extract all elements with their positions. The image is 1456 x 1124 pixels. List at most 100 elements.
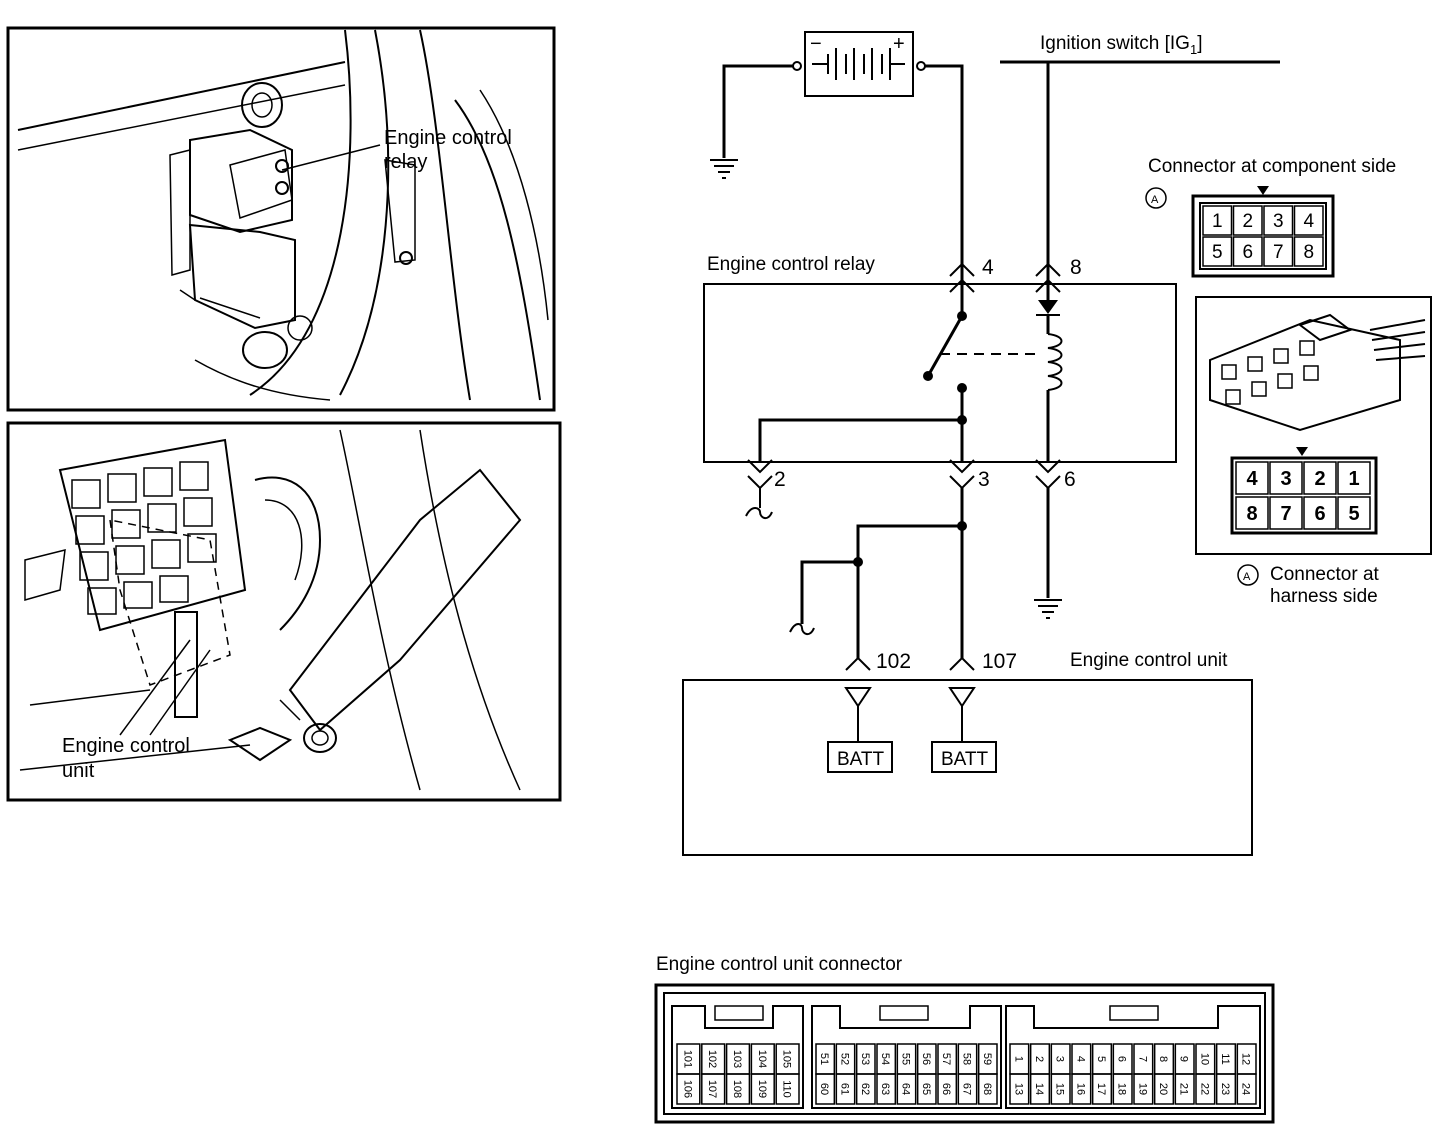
ecu-pin-107: 107	[982, 650, 1017, 673]
relay-pin-3: 3	[978, 468, 990, 491]
ecu-connector-pin	[1236, 1073, 1257, 1105]
ecu-connector-pin-label: 22	[1198, 1083, 1210, 1095]
ecu-connector-pin-label: 5	[1095, 1056, 1107, 1062]
harness-connector-cell-label: 7	[1280, 503, 1291, 525]
ecu-callout-line2: unit	[62, 760, 95, 782]
relay-pin-4: 4	[982, 256, 994, 279]
ecu-connector-pin	[835, 1073, 856, 1105]
engine-control-relay-box	[703, 283, 1177, 463]
battery-minus-label: −	[810, 33, 822, 55]
ecu-connector-pin-label: 1	[1012, 1056, 1024, 1062]
harness-connector-cell-label: 4	[1246, 468, 1258, 490]
ecu-connector-pin	[1133, 1073, 1154, 1105]
ecu-connector-pin-label: 18	[1116, 1083, 1128, 1095]
ecu-connector-pin-label: 53	[859, 1053, 871, 1065]
ecu-connector-pin-label: 6	[1116, 1056, 1128, 1062]
ecu-connector-pin-label: 19	[1136, 1083, 1148, 1095]
harness-connector-cell-label: 8	[1246, 503, 1257, 525]
ecu-connector-pin-label: 107	[706, 1080, 718, 1098]
ecu-connector-pin	[1009, 1073, 1030, 1105]
ecu-connector-pin-label: 24	[1240, 1083, 1252, 1095]
batt-label-107: BATT	[941, 749, 989, 770]
harness-connector-title-line2: harness side	[1270, 586, 1378, 607]
component-connector-cell	[1263, 236, 1294, 267]
ecu-connector-pin-label: 10	[1198, 1053, 1210, 1065]
ecu-connector-pin-label: 105	[781, 1050, 793, 1068]
ignition-switch-label: Ignition switch [IG1]	[1040, 33, 1202, 57]
harness-connector-cell-label: 3	[1280, 468, 1291, 490]
ecu-connector-pin-label: 62	[859, 1083, 871, 1095]
ecu-connector-pin-label: 104	[756, 1050, 768, 1068]
battery-plus-label: +	[893, 33, 905, 55]
ecu-connector-pin-label: 59	[981, 1053, 993, 1065]
component-connector-cell-label: 6	[1242, 242, 1253, 263]
ecu-connector-pin-label: 55	[900, 1053, 912, 1065]
ecu-connector-pin	[957, 1073, 978, 1105]
harness-connector-cell	[1269, 461, 1303, 495]
relay-pin-6: 6	[1064, 468, 1076, 491]
ecu-connector-pin	[1050, 1073, 1071, 1105]
ecu-connector-pin-label: 102	[706, 1050, 718, 1068]
batt-label-102: BATT	[837, 749, 885, 770]
ecu-connector-pin-label: 9	[1178, 1056, 1190, 1062]
engine-control-unit-box	[682, 679, 1253, 856]
harness-connector-cell	[1303, 461, 1337, 495]
ecu-connector-pin-label: 20	[1157, 1083, 1169, 1095]
ecu-pin-102: 102	[876, 650, 911, 673]
ecu-connector-pin-label: 56	[920, 1053, 932, 1065]
component-connector-cell-label: 2	[1242, 211, 1253, 232]
ecu-connector-pin-label: 101	[681, 1050, 693, 1068]
ecu-connector-pin-label: 57	[940, 1053, 952, 1065]
ecu-connector-pin-label: 23	[1219, 1083, 1231, 1095]
ecu-connector-pin-label: 67	[961, 1083, 973, 1095]
ecu-connector-pin	[1195, 1073, 1216, 1105]
ecu-connector-pin-label: 54	[879, 1053, 891, 1065]
ecu-connector-pin-label: 106	[681, 1080, 693, 1098]
ecu-connector-pin-label: 64	[900, 1083, 912, 1095]
component-connector-cell-label: 4	[1303, 211, 1314, 232]
ecu-location-illustration: Engine control unit	[6, 421, 562, 802]
relay-title: Engine control relay	[707, 254, 875, 275]
ecu-connector-pin	[1153, 1073, 1175, 1105]
ecu-connector-pin-label: 21	[1178, 1083, 1190, 1095]
ecu-connector-pin	[916, 1073, 937, 1105]
harness-connector-cell	[1235, 461, 1269, 495]
harness-connector-cell	[1235, 496, 1269, 530]
component-connector-cell	[1202, 236, 1233, 267]
relay-location-illustration: Engine control relay	[6, 26, 556, 412]
ecu-connector-pin-label: 66	[940, 1083, 952, 1095]
ecu-connector-pin-label: 58	[961, 1053, 973, 1065]
ground-symbol-relay	[1034, 599, 1062, 619]
ecu-connector-pin-label: 14	[1033, 1083, 1045, 1095]
ecu-connector-pin	[1091, 1073, 1113, 1105]
ecu-callout-line1: Engine control	[62, 735, 190, 757]
harness-connector-cell-label: 6	[1314, 503, 1325, 525]
ecu-connector-pin-label: 2	[1033, 1056, 1045, 1062]
harness-connector-cell-label: 5	[1348, 503, 1359, 525]
relay-pin-2: 2	[774, 468, 786, 491]
harness-connector-title-line1: Connector at	[1270, 564, 1380, 585]
harness-connector-marker: A	[1243, 571, 1251, 583]
component-connector-cell-label: 1	[1212, 211, 1223, 232]
ecu-connector-pin	[1174, 1073, 1195, 1105]
harness-connector-cell-label: 1	[1348, 468, 1359, 490]
ecu-connector-pin	[937, 1073, 958, 1105]
ecu-connector-pin-label: 7	[1136, 1056, 1148, 1062]
ecu-connector-pin-label: 108	[731, 1080, 743, 1098]
component-connector-title: Connector at component side	[1148, 156, 1396, 177]
ecu-connector-pin-label: 60	[818, 1083, 830, 1095]
ecu-connector-pin-label: 61	[839, 1083, 851, 1095]
component-connector-cell-label: 8	[1303, 242, 1314, 263]
ground-symbol-battery	[710, 159, 738, 179]
relay-callout-line1: Engine control	[384, 127, 512, 149]
component-connector-cell	[1293, 205, 1324, 236]
ecu-connector-pin	[1029, 1073, 1051, 1105]
ecu-connector-pin	[750, 1073, 775, 1105]
ecu-connector-pin-label: 11	[1219, 1053, 1231, 1064]
ecu-connector-pin	[855, 1073, 876, 1105]
ecu-connector-pin-label: 3	[1054, 1056, 1066, 1062]
